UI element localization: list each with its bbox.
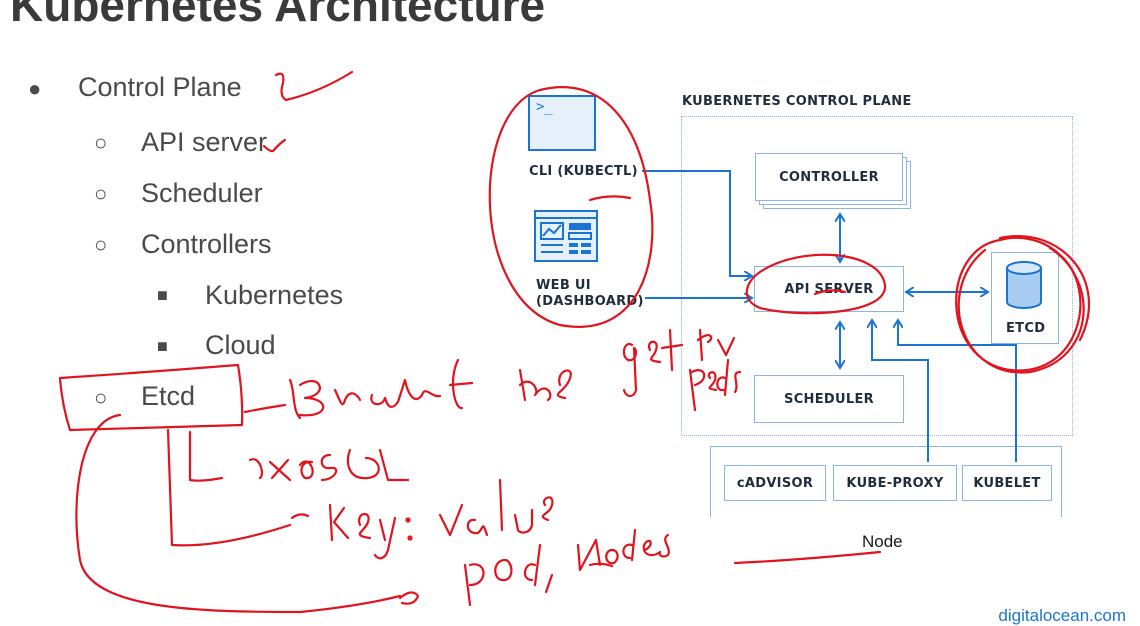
bullet-marker: ■ <box>157 285 168 305</box>
kubelet-label: KUBELET <box>973 475 1041 491</box>
slide-title: Kubernetes Architecture <box>10 0 546 31</box>
node-region <box>710 446 1062 517</box>
webui-label: WEB UI <box>536 278 591 293</box>
bullet-marker: ○ <box>94 181 108 206</box>
bullet-cloud: Cloud <box>205 330 276 360</box>
kube-proxy-box: KUBE-PROXY <box>833 465 957 501</box>
webui-sublabel: (DASHBOARD) <box>536 294 644 309</box>
controller-box: CONTROLLER <box>755 153 903 201</box>
bullet-etcd: Etcd <box>141 381 196 411</box>
control-plane-region <box>681 116 1073 436</box>
cadvisor-box: cADVISOR <box>724 465 826 501</box>
control-plane-label: KUBERNETES CONTROL PLANE <box>682 94 912 109</box>
controller-label: CONTROLLER <box>779 169 879 185</box>
bullet-scheduler: Scheduler <box>141 178 263 208</box>
footer-source: digitalocean.com <box>998 606 1126 625</box>
bullet-marker: ■ <box>157 336 168 356</box>
bullet-marker: ● <box>28 76 42 101</box>
scheduler-label: SCHEDULER <box>784 391 874 407</box>
bullet-marker: ○ <box>94 232 108 257</box>
kube-proxy-label: KUBE-PROXY <box>846 475 944 491</box>
database-icon <box>1005 260 1043 310</box>
cadvisor-label: cADVISOR <box>736 475 814 491</box>
bullet-control-plane: Control Plane <box>78 72 242 102</box>
cli-label: CLI (KUBECTL) <box>529 164 638 179</box>
api-server-label: API SERVER <box>784 281 874 297</box>
terminal-icon: >_ <box>528 95 596 151</box>
etcd-label: ETCD <box>1006 321 1046 336</box>
bullet-api-server: API server <box>141 127 268 157</box>
dashboard-icon <box>534 210 598 262</box>
scheduler-box: SCHEDULER <box>754 375 904 423</box>
bullet-marker: ○ <box>94 385 108 410</box>
bullet-marker: ○ <box>94 130 108 155</box>
kubelet-box: KUBELET <box>962 465 1052 501</box>
node-label: Node <box>862 532 903 551</box>
bullet-kubernetes: Kubernetes <box>205 280 344 310</box>
bullet-controllers: Controllers <box>141 229 272 259</box>
